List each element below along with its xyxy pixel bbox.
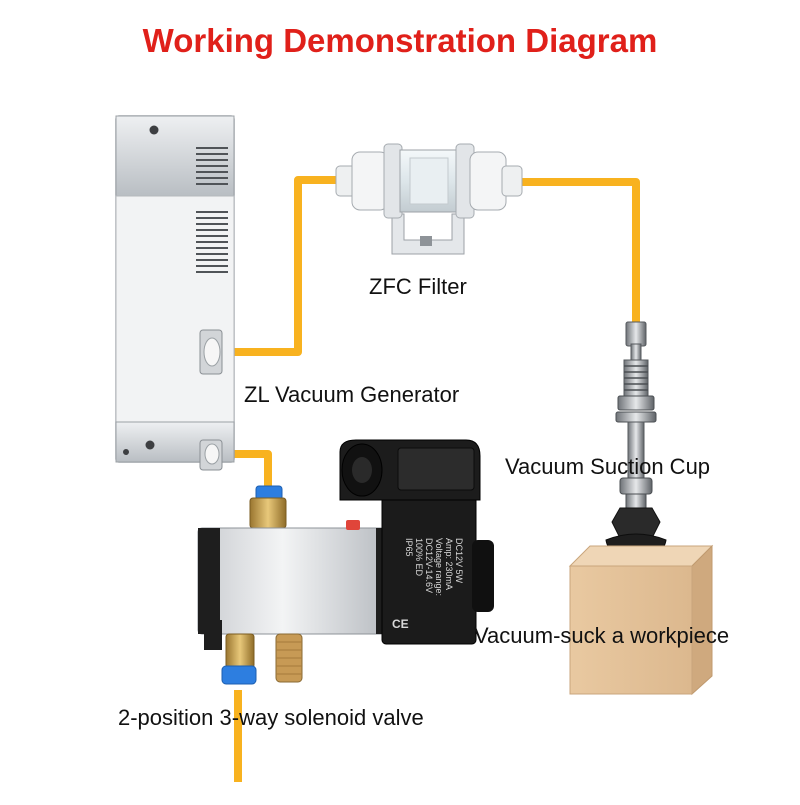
solenoid-valve [197,439,494,685]
page-title: Working Demonstration Diagram [142,22,658,59]
tube-generator-to-filter [224,176,352,356]
workpiece-box [568,544,714,696]
label-vacuum-generator: ZL Vacuum Generator [244,382,460,407]
coil-label-line-1: Amp: 230mA [444,538,454,590]
generator-vents [196,147,228,273]
vacuum-generator [115,115,235,471]
vacuum-suction-cup [603,321,669,571]
coil-ce-mark: CE [392,617,409,631]
tube-filter-to-cup [510,178,640,330]
tube-generator-to-valve [222,450,272,492]
label-zfc-filter: ZFC Filter [369,274,467,299]
tubing [222,176,640,782]
label-suction-cup: Vacuum Suction Cup [505,454,711,479]
label-solenoid-valve: 2-position 3-way solenoid valve [118,705,424,730]
coil-label-line-0: DC12V 5W [454,538,464,584]
coil-label-line-5: IP65 [404,538,414,557]
coil-label-line-2: Voltage range: [434,538,444,596]
zfc-filter [335,143,523,255]
coil-label-line-4: 100% ED [414,538,424,577]
label-workpiece: Vacuum-suck a workpiece [474,623,730,648]
coil-label-line-3: DC12V-14.6V [424,538,434,593]
coil-label: DC12V 5W Amp: 230mA Voltage range: DC12V… [404,538,464,596]
